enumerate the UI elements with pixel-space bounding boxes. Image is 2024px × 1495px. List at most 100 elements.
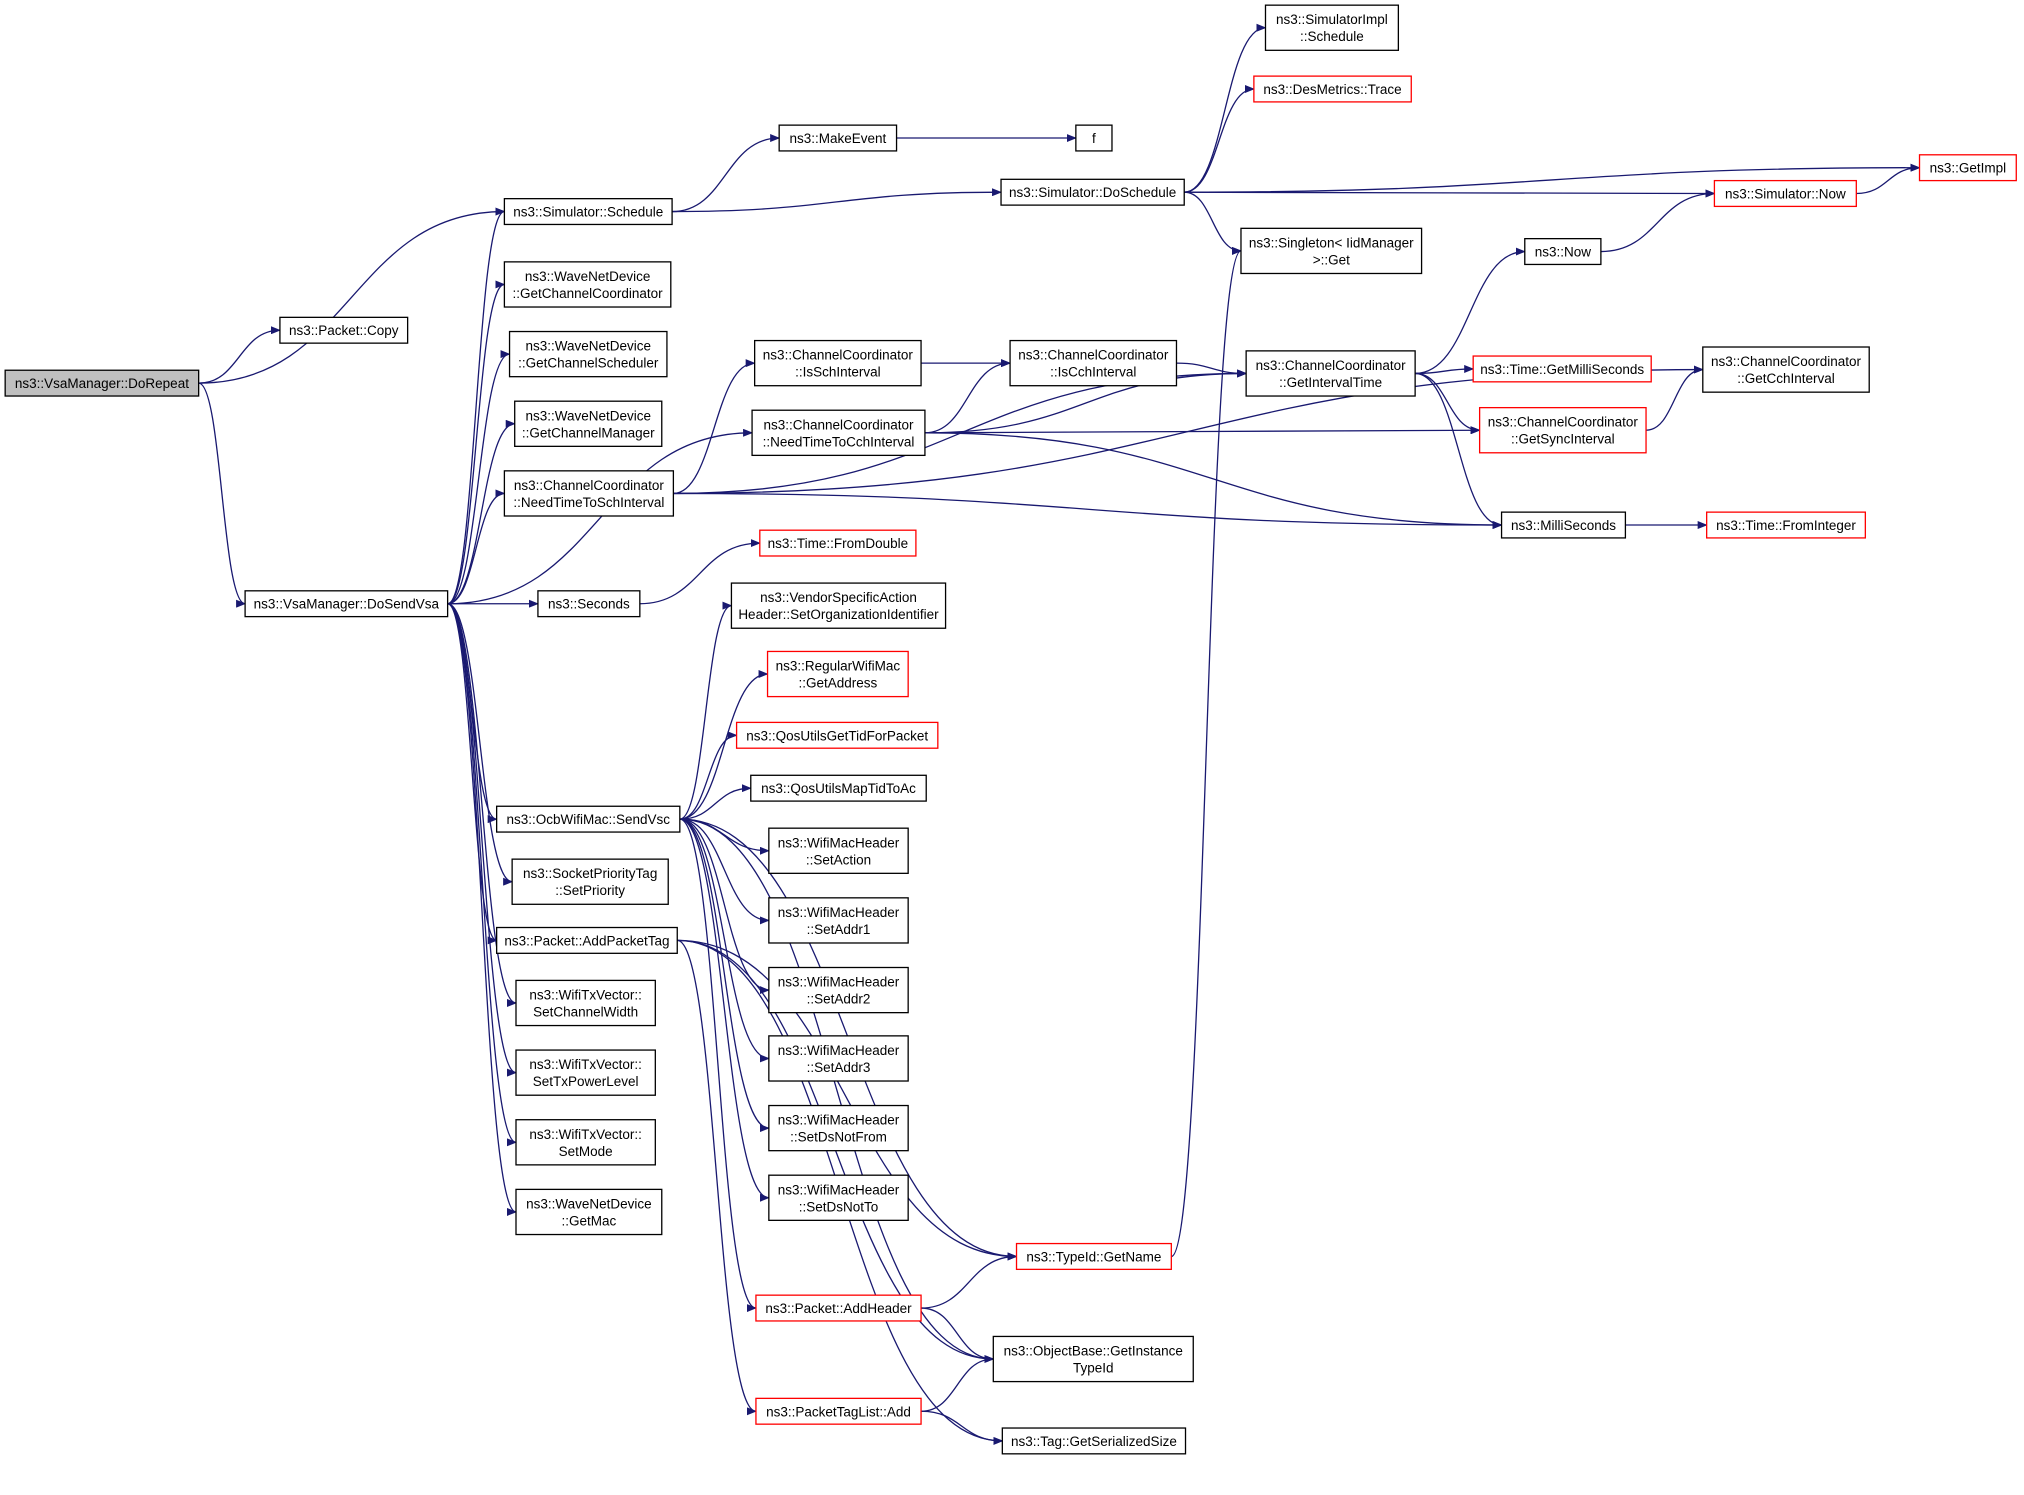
node-label: ns3::Simulator::Schedule	[513, 205, 663, 220]
node-label: ns3::WifiTxVector::	[529, 987, 642, 1002]
node-box	[1524, 237, 1602, 266]
function-node[interactable]: ns3::QosUtilsGetTidForPacket	[735, 721, 939, 749]
function-node[interactable]: f	[1075, 124, 1113, 152]
function-node[interactable]: ns3::Singleton< IidManager>::Get	[1240, 227, 1423, 275]
function-node[interactable]: ns3::Packet::AddHeader	[755, 1294, 922, 1322]
call-edge	[924, 369, 1248, 434]
function-node[interactable]: ns3::Tag::GetSerializedSize	[1001, 1427, 1187, 1455]
node-box	[1706, 511, 1866, 539]
function-node[interactable]: ns3::WifiMacHeader::SetAddr1	[768, 897, 909, 944]
function-node[interactable]: ns3::WifiMacHeader::SetDsNotTo	[768, 1174, 909, 1221]
function-node[interactable]: ns3::GetImpl	[1918, 154, 2017, 182]
node-label: ns3::Now	[1535, 245, 1592, 260]
edge-line	[679, 784, 752, 820]
node-label: >::Get	[1313, 252, 1350, 267]
node-label: ::SetDsNotFrom	[790, 1130, 887, 1145]
function-node[interactable]: ns3::WifiMacHeader::SetDsNotFrom	[768, 1104, 909, 1152]
node-label: ::SetPriority	[555, 883, 625, 898]
node-label: ns3::ChannelCoordinator	[763, 348, 914, 363]
function-node[interactable]: ns3::VsaManager::DoSendVsa	[244, 590, 449, 618]
function-node[interactable]: ns3::OcbWifiMac::SendVsc	[495, 805, 681, 833]
edge-line	[679, 818, 770, 925]
function-node[interactable]: ns3::WaveNetDevice::GetChannelManager	[514, 400, 663, 447]
function-node[interactable]: ns3::PacketTagList::Add	[755, 1397, 922, 1425]
call-edge	[679, 818, 770, 1202]
node-label: ns3::WifiMacHeader	[778, 975, 900, 990]
node-label: SetTxPowerLevel	[533, 1074, 639, 1089]
function-node[interactable]: ns3::WifiMacHeader::SetAddr2	[768, 966, 909, 1014]
function-node[interactable]: ns3::RegularWifiMac::GetAddress	[766, 650, 909, 698]
call-edge	[679, 818, 770, 1133]
function-node[interactable]: ns3::ChannelCoordinator::GetIntervalTime	[1245, 350, 1416, 397]
function-node[interactable]: ns3::WifiMacHeader::SetAction	[768, 827, 909, 874]
function-node[interactable]: ns3::MilliSeconds	[1500, 511, 1627, 539]
node-label: ns3::QosUtilsGetTidForPacket	[746, 728, 928, 743]
node-label: ns3::WaveNetDevice	[526, 1196, 652, 1211]
call-edge	[673, 359, 756, 495]
function-node[interactable]: ns3::Simulator::Now	[1713, 179, 1857, 208]
function-node[interactable]: ns3::WifiTxVector::SetChannelWidth	[515, 979, 656, 1027]
node-label: ::GetCchInterval	[1737, 371, 1835, 386]
function-node[interactable]: ns3::Packet::AddPacketTag	[495, 926, 678, 954]
function-node[interactable]: ns3::SocketPriorityTag::SetPriority	[511, 858, 669, 905]
function-node[interactable]: ns3::WaveNetDevice::GetChannelScheduler	[508, 330, 668, 378]
node-label: ns3::PacketTagList::Add	[766, 1404, 911, 1419]
call-edge	[447, 489, 506, 605]
node-label: ::GetIntervalTime	[1279, 375, 1382, 390]
call-edge	[679, 784, 752, 820]
node-box	[1253, 75, 1412, 103]
node-label: ns3::DesMetrics::Trace	[1263, 82, 1401, 97]
node-box	[515, 979, 656, 1027]
function-node[interactable]: ns3::QosUtilsMapTidToAc	[750, 774, 927, 802]
function-node[interactable]: ns3::WaveNetDevice::GetMac	[515, 1188, 663, 1236]
node-label: ::Schedule	[1300, 29, 1364, 44]
function-node[interactable]: ns3::Seconds	[537, 590, 641, 618]
node-label: ns3::OcbWifiMac::SendVsc	[506, 812, 670, 827]
function-node[interactable]: ns3::SimulatorImpl::Schedule	[1264, 4, 1400, 51]
function-node[interactable]: ns3::Packet::Copy	[279, 316, 409, 344]
node-label: ns3::WifiMacHeader	[778, 905, 900, 920]
function-node[interactable]: ns3::ChannelCoordinator::GetCchInterval	[1702, 346, 1870, 393]
edge-line	[921, 1252, 1018, 1309]
function-node[interactable]: ns3::ChannelCoordinator::GetSyncInterval	[1478, 406, 1647, 454]
node-label: SetMode	[559, 1144, 613, 1159]
function-node[interactable]: ns3::VsaManager::DoRepeat	[4, 369, 200, 397]
function-node[interactable]: ns3::ChannelCoordinator::NeedTimeToCchIn…	[751, 409, 926, 457]
function-node[interactable]: ns3::WifiTxVector::SetTxPowerLevel	[515, 1049, 656, 1096]
node-label: ::GetSyncInterval	[1511, 432, 1615, 447]
node-box	[1472, 355, 1652, 383]
function-node[interactable]: ns3::Time::GetMilliSeconds	[1472, 355, 1652, 383]
call-edge	[1184, 23, 1267, 193]
call-edge	[1415, 247, 1526, 375]
edge-line	[679, 818, 770, 1063]
function-node[interactable]: ns3::WifiTxVector::SetMode	[515, 1119, 656, 1166]
call-edge	[679, 601, 733, 820]
function-node[interactable]: ns3::ChannelCoordinator::IsSchInterval	[754, 339, 922, 387]
node-box	[755, 1397, 922, 1425]
edge-line	[679, 818, 770, 1133]
function-node[interactable]: ns3::MakeEvent	[778, 124, 898, 152]
node-box	[1240, 227, 1423, 275]
node-label: ns3::ChannelCoordinator	[1711, 354, 1862, 369]
function-node[interactable]: ns3::Time::FromInteger	[1706, 511, 1866, 539]
function-node[interactable]: ns3::WaveNetDevice::GetChannelCoordinato…	[503, 261, 672, 308]
function-node[interactable]: ns3::ChannelCoordinator::NeedTimeToSchIn…	[503, 470, 675, 517]
call-edge	[924, 426, 1481, 435]
function-node[interactable]: ns3::WifiMacHeader::SetAddr3	[768, 1035, 909, 1082]
function-node[interactable]: ns3::ChannelCoordinator::IsCchInterval	[1009, 339, 1178, 387]
function-node[interactable]: ns3::TypeId::GetName	[1015, 1242, 1172, 1271]
function-node[interactable]: ns3::Now	[1524, 237, 1602, 266]
call-edge	[198, 207, 506, 384]
function-node[interactable]: ns3::Time::FromDouble	[759, 529, 917, 557]
node-label: ::NeedTimeToSchInterval	[513, 495, 664, 510]
call-edge	[639, 539, 761, 605]
function-node[interactable]: ns3::DesMetrics::Trace	[1253, 75, 1412, 103]
function-node[interactable]: ns3::Simulator::Schedule	[503, 198, 673, 226]
function-node[interactable]: ns3::Simulator::DoSchedule	[1000, 178, 1185, 206]
function-node[interactable]: ns3::VendorSpecificActionHeader::SetOrga…	[730, 582, 947, 629]
edge-line	[447, 603, 517, 1007]
call-edge	[1184, 191, 1242, 255]
node-box	[1245, 350, 1416, 397]
